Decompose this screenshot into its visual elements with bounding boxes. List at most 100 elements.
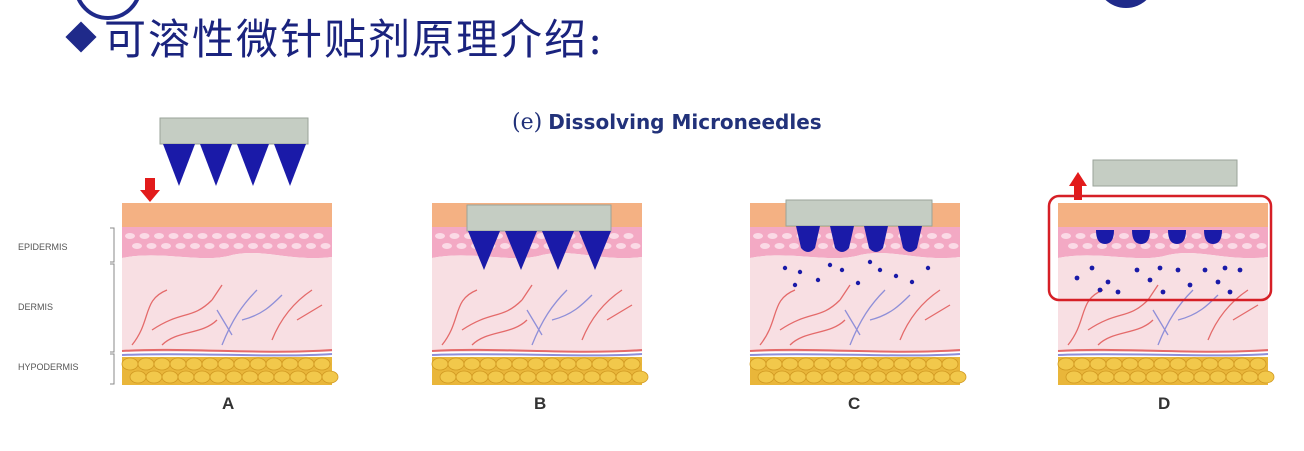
epidermis-cell — [435, 233, 445, 239]
fat-cell — [583, 370, 601, 384]
epidermis-cell — [248, 243, 258, 249]
epidermis-cell — [449, 233, 460, 239]
blood-vessel-red — [131, 289, 168, 346]
epidermis-cell — [782, 233, 792, 239]
panel-letter-a: A — [222, 394, 234, 413]
epidermis-cell — [190, 243, 200, 249]
epidermis-cell — [233, 243, 244, 249]
blood-vessel-red — [1057, 348, 1269, 353]
fat-cell — [1177, 370, 1195, 384]
epidermis-bracket — [110, 227, 115, 263]
fat-cell — [1057, 357, 1075, 371]
dermis-bracket — [110, 263, 115, 353]
fat-cell — [615, 370, 633, 384]
fat-cell — [177, 370, 195, 384]
dermis-layer — [750, 252, 960, 352]
residual-needle-tip — [1168, 230, 1186, 244]
microneedle-patch-backing — [785, 199, 933, 227]
epidermis-cell — [529, 243, 539, 249]
blood-vessel-red — [296, 304, 323, 321]
fat-cell — [797, 357, 815, 371]
fat-cell — [1105, 357, 1123, 371]
epidermis-cell — [277, 243, 287, 249]
fat-cell — [901, 370, 919, 384]
epidermis-cell — [1184, 243, 1194, 249]
microneedle-patch-backing — [466, 204, 612, 232]
epidermis-cell — [609, 233, 619, 239]
drug-particle — [797, 269, 803, 275]
epidermis-cell — [616, 243, 626, 249]
dissolving-microneedle — [796, 226, 820, 252]
fat-cell — [1161, 370, 1179, 384]
fat-cell — [1241, 370, 1259, 384]
epidermis-cell — [948, 243, 959, 249]
blood-vessel-red — [1207, 289, 1249, 341]
panel-c — [749, 199, 967, 385]
fat-cell — [209, 370, 227, 384]
fat-cell — [1169, 357, 1187, 371]
epidermis-cell — [320, 243, 331, 249]
fat-cell — [233, 357, 251, 371]
epidermis-cell — [1075, 233, 1086, 239]
blood-vessel-red — [431, 348, 643, 353]
epidermis-cell — [132, 243, 142, 249]
blood-vessel-blue — [1177, 294, 1219, 321]
blood-vessel-red — [749, 348, 961, 353]
fat-cell — [781, 357, 799, 371]
epidermis-cell — [1235, 233, 1245, 239]
drug-particle — [925, 265, 931, 271]
epidermis-layer — [122, 227, 332, 259]
epidermis-cell — [500, 243, 510, 249]
fat-cell — [1217, 357, 1235, 371]
epidermis-cell — [1227, 243, 1238, 249]
fat-cell — [527, 357, 545, 371]
fat-cell — [535, 370, 553, 384]
blood-vessel-red — [924, 304, 951, 321]
epidermis-cell — [1148, 233, 1158, 239]
blood-vessel-red — [581, 289, 623, 341]
epidermis-cell — [139, 233, 150, 239]
fat-cell — [1257, 370, 1275, 384]
blood-vessel-red — [1232, 304, 1259, 321]
dissolving-microneedle — [898, 226, 922, 252]
layer-label-dermis: DERMIS — [18, 302, 53, 312]
epidermis-cell — [219, 243, 229, 249]
fat-cell — [169, 357, 187, 371]
blood-vessel-red — [151, 299, 213, 331]
fat-cell — [1113, 370, 1131, 384]
fat-cell — [941, 357, 959, 371]
fat-cell — [455, 370, 473, 384]
fat-cell — [567, 370, 585, 384]
dermis-layer — [122, 252, 332, 352]
fat-cell — [551, 370, 569, 384]
dissolving-microneedle — [830, 226, 854, 252]
epidermis-cell — [125, 233, 135, 239]
blood-vessel-red — [521, 284, 533, 301]
fat-cell — [631, 370, 649, 384]
microneedle — [200, 144, 232, 186]
blood-vessel-red — [839, 284, 851, 301]
epidermis-cell — [753, 233, 763, 239]
epidermis-cell — [1119, 233, 1129, 239]
fat-cell — [145, 370, 163, 384]
epidermis-cell — [890, 243, 901, 249]
corner-circle-filled-decoration — [1096, 0, 1156, 8]
blood-vessel-red — [606, 304, 633, 321]
fat-cell — [949, 370, 967, 384]
fat-cell — [297, 357, 315, 371]
blood-vessel-red — [899, 289, 941, 341]
fat-cell — [289, 370, 307, 384]
blood-vessel-blue — [551, 294, 593, 321]
drug-particle — [782, 265, 788, 271]
epidermis-cell — [161, 243, 171, 249]
epidermis-cell — [1068, 243, 1078, 249]
drug-particle — [893, 273, 899, 279]
fat-cell — [821, 370, 839, 384]
blood-vessel-red — [211, 284, 223, 301]
epidermis-cell — [226, 233, 237, 239]
drug-particle — [1160, 289, 1166, 295]
epidermis-cell — [630, 243, 641, 249]
panel-letter-c: C — [848, 394, 860, 413]
blood-vessel-blue — [241, 294, 283, 321]
epidermis-cell — [1198, 243, 1209, 249]
